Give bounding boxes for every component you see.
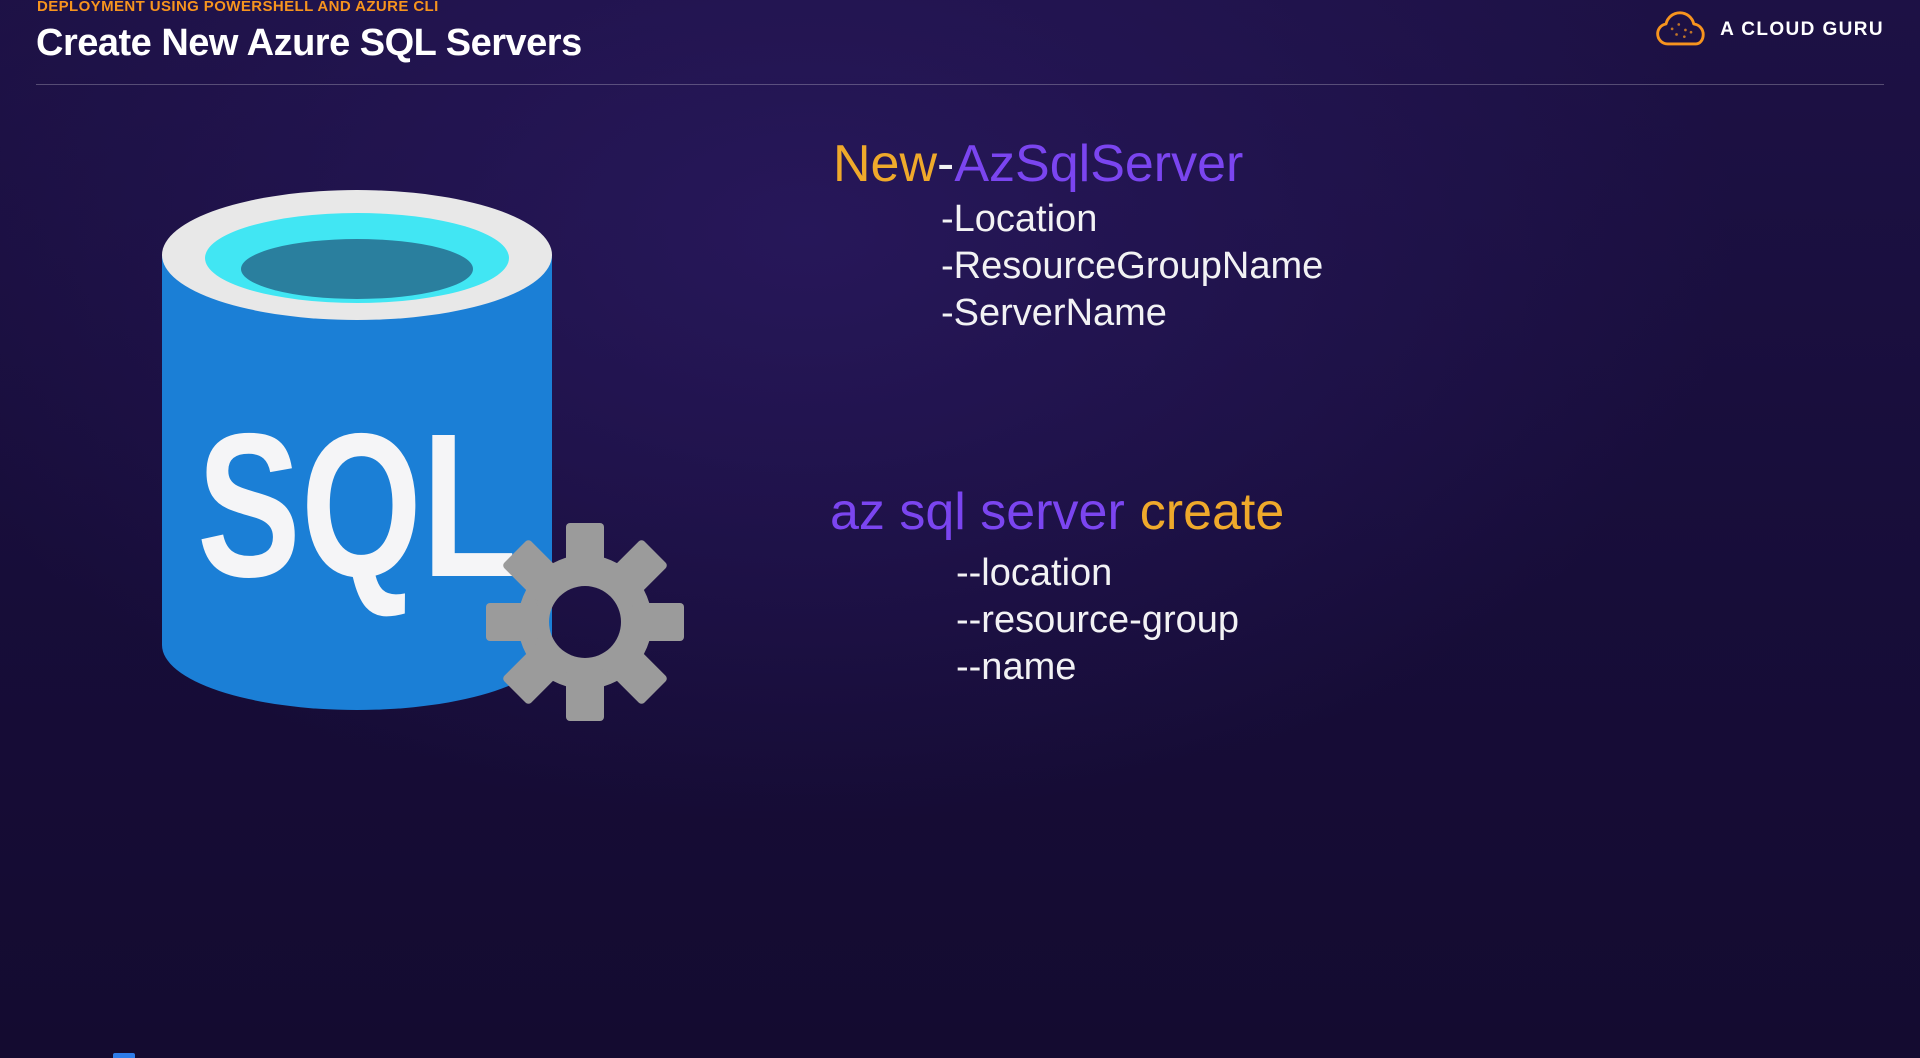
database-cylinder	[162, 255, 552, 710]
sql-label: SQL	[197, 391, 517, 620]
header-divider	[36, 84, 1884, 85]
powershell-param-list: -Location -ResourceGroupName -ServerName	[941, 196, 1323, 337]
cloud-icon	[1656, 11, 1705, 46]
cli-command-action: create	[1139, 483, 1285, 541]
acg-logo-label: A CLOUD GURU	[1720, 19, 1884, 40]
powershell-cmdlet-noun: AzSqlServer	[954, 135, 1244, 193]
powershell-cmdlet-separator: -	[937, 135, 955, 193]
powershell-cmdlet-verb: New	[833, 135, 938, 193]
azure-sql-icon: SQL	[160, 188, 700, 723]
powershell-param: -Location	[941, 198, 1098, 240]
powershell-param: -ServerName	[941, 292, 1167, 334]
powershell-command: New-AzSqlServer	[833, 134, 1243, 194]
acg-logo: A CLOUD GURU	[1654, 10, 1884, 50]
cli-param: --name	[956, 646, 1077, 688]
cli-command-group: az sql server	[830, 483, 1125, 541]
database-water-deep	[241, 239, 473, 299]
page-title: Create New Azure SQL Servers	[36, 22, 582, 64]
lesson-eyebrow: DEPLOYMENT USING POWERSHELL AND AZURE CL…	[37, 0, 439, 15]
video-progress-fragment	[113, 1053, 135, 1058]
cli-param: --resource-group	[956, 599, 1239, 641]
cli-param: --location	[956, 552, 1113, 594]
powershell-param: -ResourceGroupName	[941, 245, 1324, 287]
cli-param-list: --location --resource-group --name	[956, 550, 1239, 691]
gear-icon	[486, 523, 684, 721]
